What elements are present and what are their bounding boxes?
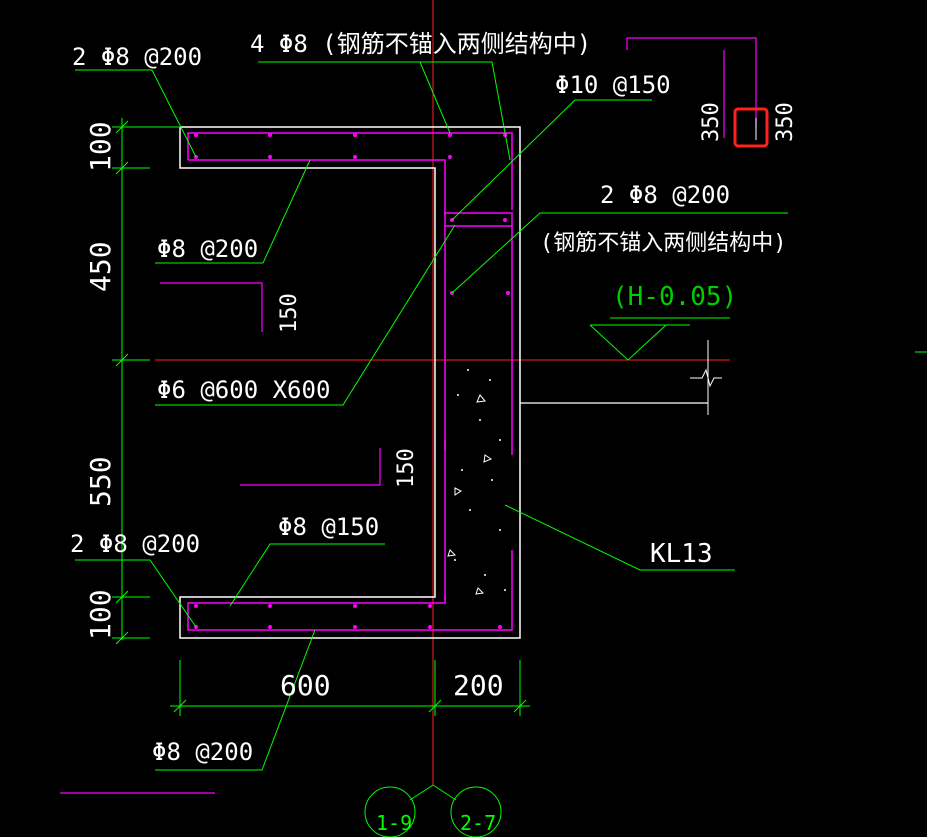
label-level-mark: (H-0.05) xyxy=(612,282,737,312)
label-top-right-stirrup: Φ10 @150 xyxy=(555,71,671,99)
label-tie-bars: Φ6 @600 X600 xyxy=(157,376,330,404)
axis-bubble-2-7 xyxy=(450,786,502,837)
offset-marks xyxy=(60,37,757,794)
dimension-lines xyxy=(112,118,530,716)
lower-vertical-bar xyxy=(187,550,513,631)
axis-label-2-7: 2-7 xyxy=(460,811,496,835)
label-beam-tag: KL13 xyxy=(650,539,713,569)
label-bottom-left-bars: 2 Φ8 @200 xyxy=(70,530,200,558)
rebar-group xyxy=(187,132,513,631)
section-mark-left: 350 xyxy=(699,102,724,142)
axis-label-1-9: 1-9 xyxy=(376,811,412,835)
top-ushape-bar xyxy=(187,132,513,210)
label-right-mid-bars: 2 Φ8 @200 xyxy=(600,181,730,209)
label-top-bar-callout: 4 Φ8 (钢筋不锚入两侧结构中) xyxy=(250,30,591,58)
dim-vertical-550: 550 xyxy=(84,456,117,507)
dim-horizontal-600: 600 xyxy=(280,669,331,702)
concrete-outline xyxy=(179,126,521,639)
concrete-hatch xyxy=(447,369,506,595)
dim-horizontal-200: 200 xyxy=(453,669,504,702)
axis-bubbles xyxy=(364,784,502,837)
label-top-left-bars: 2 Φ8 @200 xyxy=(72,43,202,71)
label-right-mid-note: (钢筋不锚入两侧结构中) xyxy=(540,231,787,256)
dim-vertical-100-bottom: 100 xyxy=(84,589,117,640)
section-mark-right: 350 xyxy=(773,102,798,142)
rebar-dots xyxy=(194,133,510,629)
label-left-top-bars: Φ8 @200 xyxy=(157,235,258,263)
top-inner-bar xyxy=(188,159,446,215)
axis-bubble-1-9 xyxy=(364,786,416,837)
label-bottom-bars: Φ8 @200 xyxy=(152,738,253,766)
top-stirrup xyxy=(444,212,513,227)
highlight-box[interactable] xyxy=(733,107,769,148)
label-bottom-stirrup: Φ8 @150 xyxy=(278,513,379,541)
dim-vertical-100-top: 100 xyxy=(84,121,117,172)
dim-vertical-450: 450 xyxy=(84,241,117,292)
break-symbol xyxy=(690,368,722,388)
leader-lines xyxy=(75,61,788,771)
offset-label-lower: 150 xyxy=(394,448,419,488)
offset-label-upper: 150 xyxy=(277,293,302,333)
